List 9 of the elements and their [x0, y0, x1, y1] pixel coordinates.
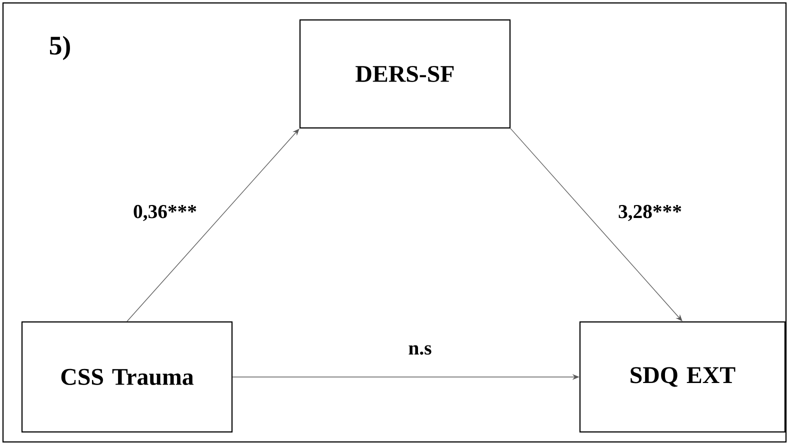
box: CSS Trauma — [21, 321, 233, 433]
edge-label: n.s — [406, 344, 434, 356]
edge-label: 0,36*** — [132, 204, 198, 222]
arrow — [126, 128, 300, 322]
arrow — [510, 128, 682, 322]
panel-number: 5) — [50, 36, 70, 60]
box: DERS-SF — [299, 19, 511, 129]
edge-label: 3,28*** — [616, 204, 684, 222]
box: SDQ EXT — [579, 321, 786, 433]
